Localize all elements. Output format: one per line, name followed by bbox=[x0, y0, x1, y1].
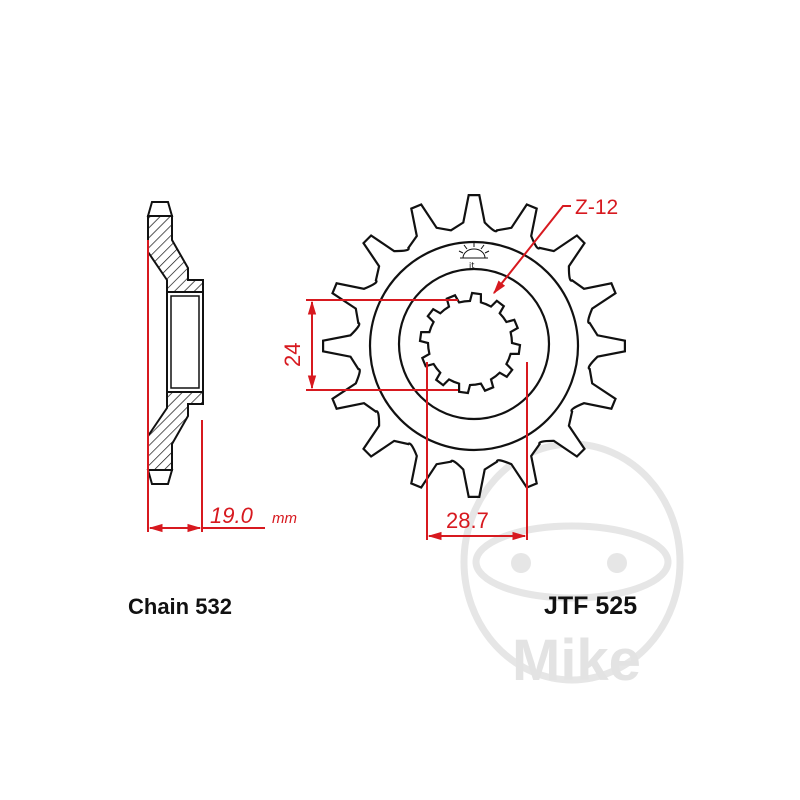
watermark-text: Mike bbox=[512, 628, 641, 693]
jt-logo-icon: jt bbox=[458, 243, 490, 270]
sprocket-spline-bore bbox=[418, 291, 522, 395]
part-number-label: JTF 525 bbox=[544, 592, 637, 620]
side-hub-bore bbox=[166, 291, 204, 393]
side-view: 19.0 mm bbox=[146, 201, 297, 533]
front-view: jt 24 28.7 Z-12 bbox=[280, 194, 626, 541]
watermark: Mike bbox=[460, 440, 684, 693]
watermark-eye-left bbox=[511, 553, 531, 573]
side-bottom-tooth bbox=[146, 469, 174, 485]
chain-label: Chain 532 bbox=[128, 594, 232, 619]
side-width-unit: mm bbox=[272, 510, 297, 527]
side-width-value: 19.0 bbox=[210, 503, 254, 528]
side-hub-bore-inner bbox=[170, 295, 200, 389]
spline-count-label: Z-12 bbox=[575, 196, 618, 219]
front-height-value: 24 bbox=[280, 343, 305, 367]
side-upper-body bbox=[147, 215, 204, 293]
side-lower-body bbox=[147, 391, 204, 471]
watermark-eye-right bbox=[607, 553, 627, 573]
sprocket-outer-ring bbox=[368, 240, 580, 452]
spline-callout-leader bbox=[493, 205, 571, 295]
front-width-value: 28.7 bbox=[446, 508, 489, 533]
watermark-visor bbox=[472, 522, 672, 602]
sprocket-inner-ring bbox=[397, 267, 551, 421]
svg-text:jt: jt bbox=[468, 261, 474, 270]
side-top-tooth bbox=[146, 201, 174, 217]
